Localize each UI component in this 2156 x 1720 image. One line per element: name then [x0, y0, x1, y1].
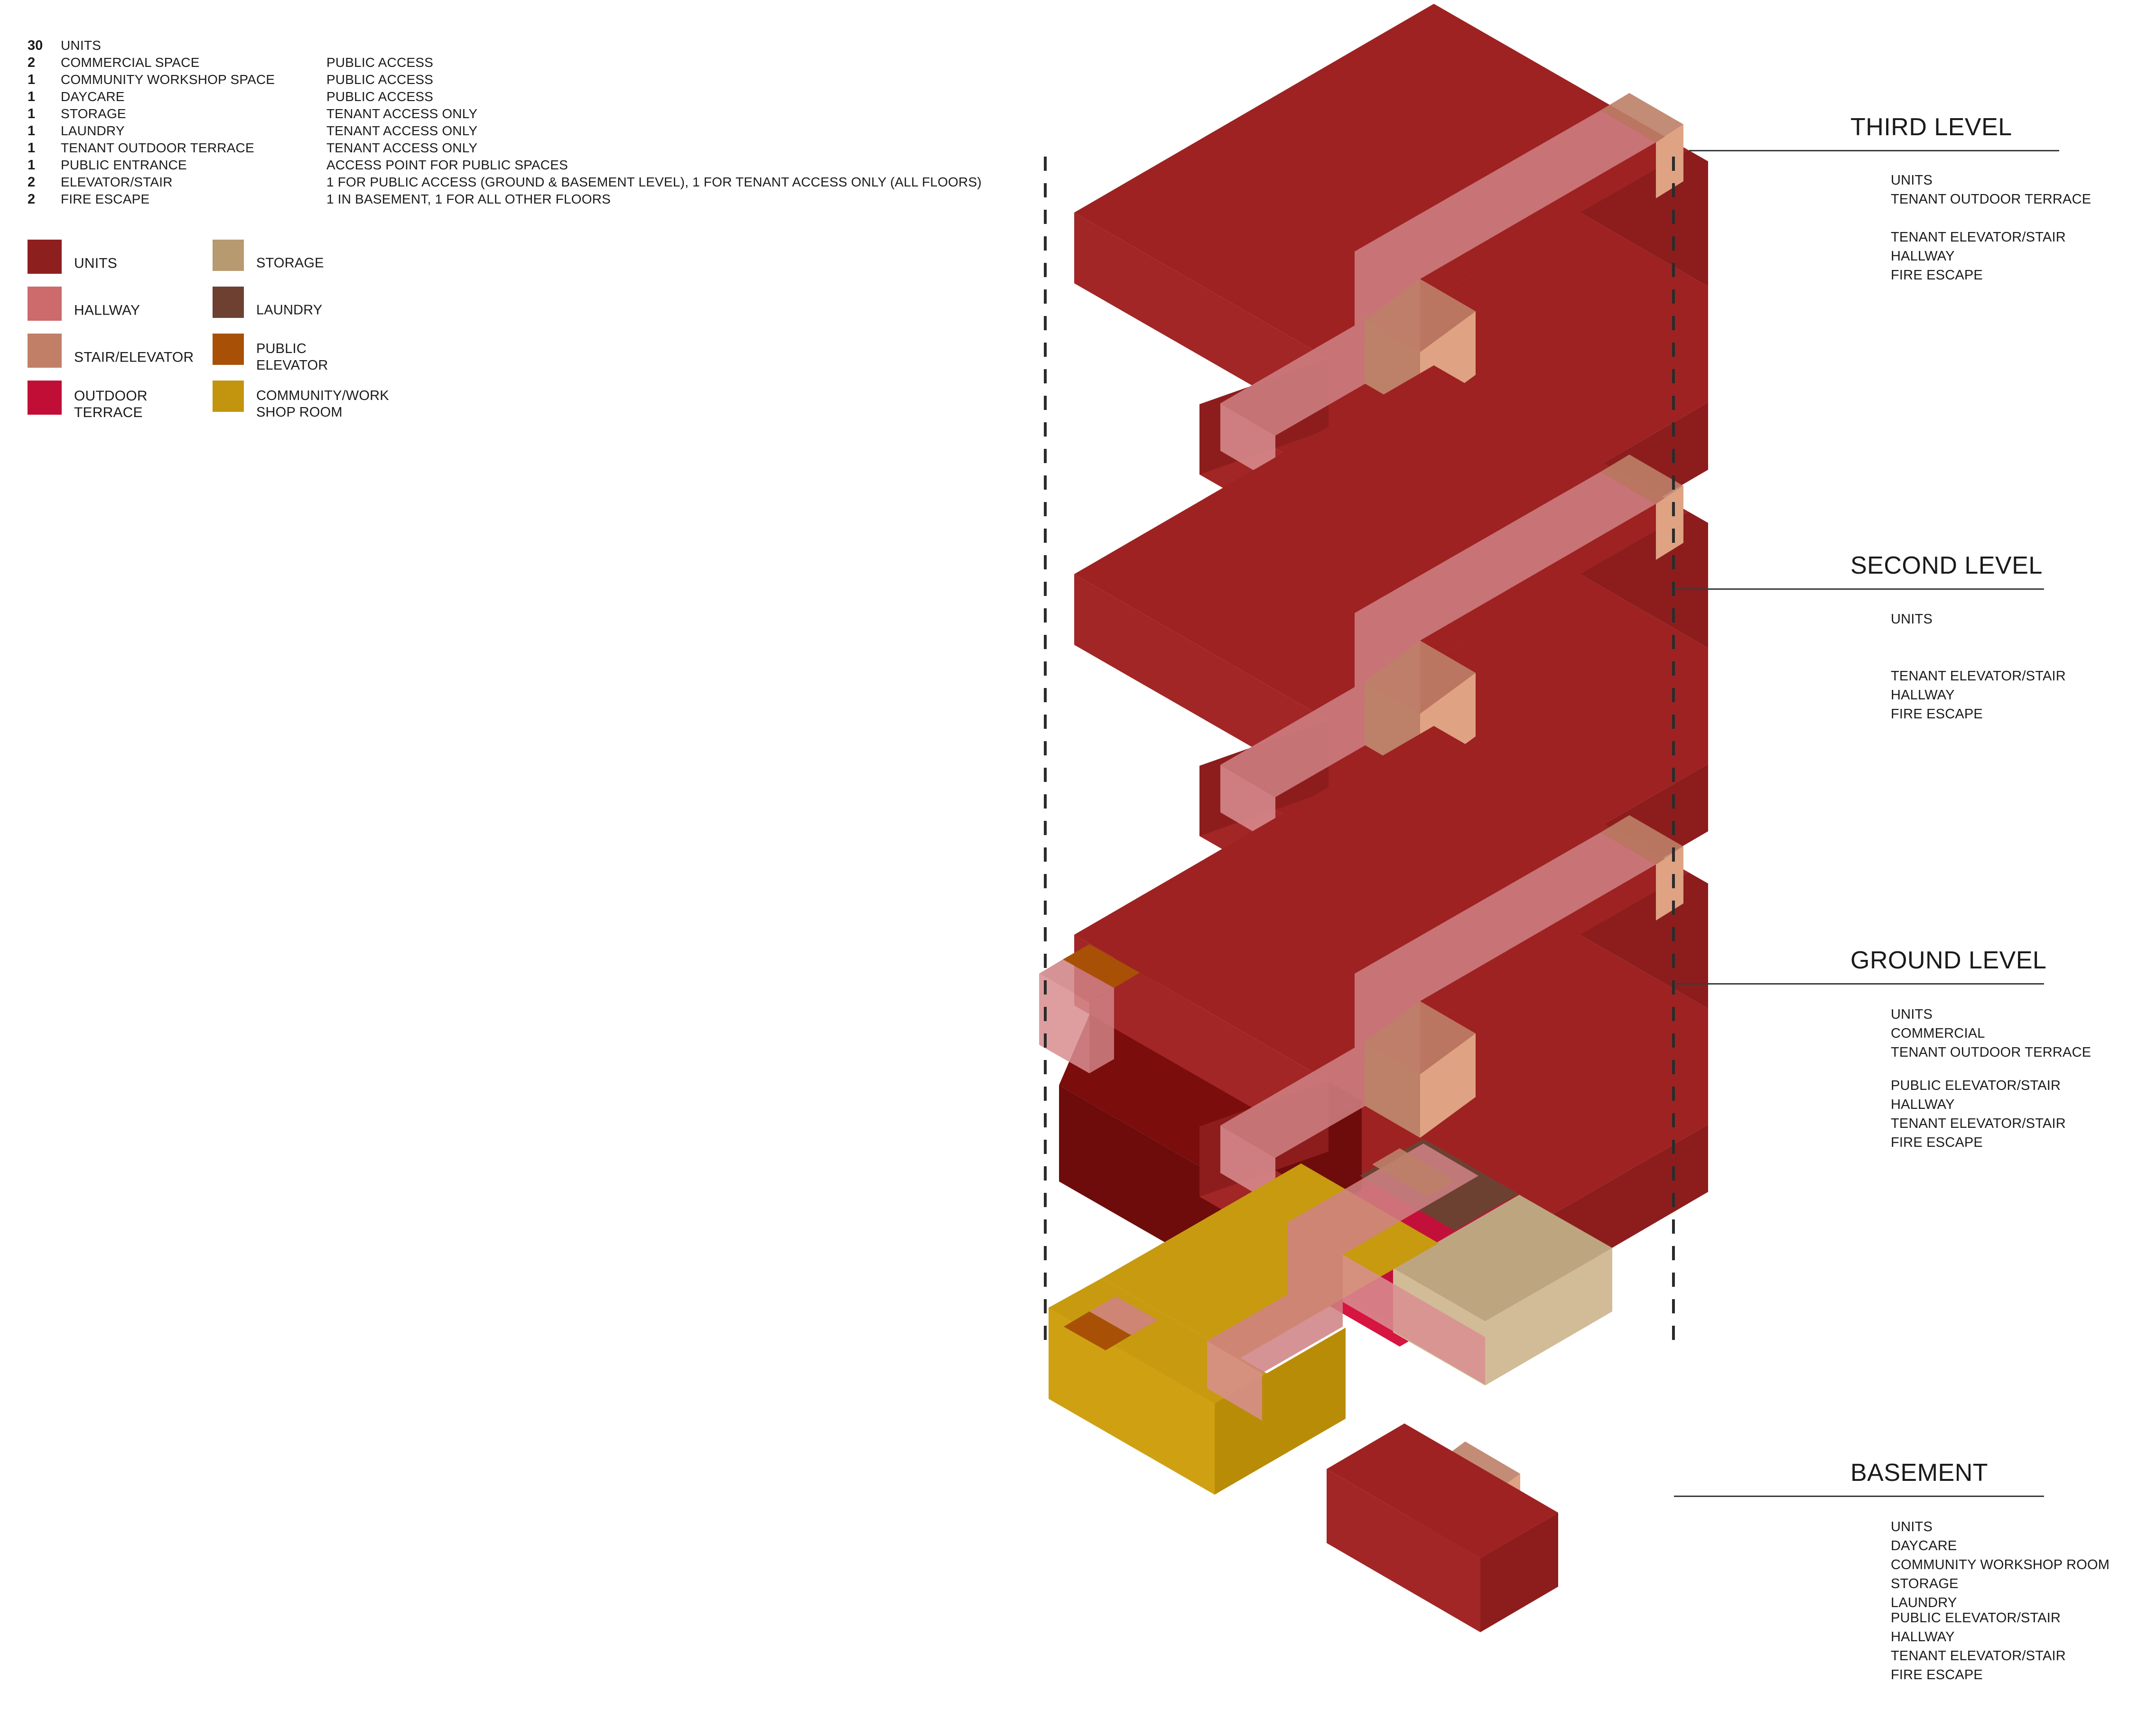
program-row: 1 LAUNDRY TENANT ACCESS ONLY — [28, 122, 1024, 139]
legend-swatch — [28, 381, 62, 415]
legend-swatch — [213, 240, 244, 271]
callout-programs: UNITS DAYCARE COMMUNITY WORKSHOP ROOM ST… — [1891, 1519, 2110, 1610]
callout-rule — [1674, 588, 2044, 590]
callout-programs: UNITS — [1891, 612, 1933, 627]
program-row: 1 PUBLIC ENTRANCE ACCESS POINT FOR PUBLIC … — [28, 157, 1024, 174]
callout-title: BASEMENT — [1850, 1459, 1989, 1487]
legend-label: PUBLIC ELEVATOR — [256, 341, 328, 373]
legend-swatch — [28, 334, 62, 368]
program-quantity: 2 — [28, 192, 36, 207]
callout-rule — [1674, 1496, 2044, 1497]
program-name: COMMERCIAL SPACE — [61, 55, 200, 70]
legend-swatch — [28, 287, 62, 321]
program-row: 30 UNITS — [28, 37, 1024, 54]
callout-title: SECOND LEVEL — [1850, 552, 2043, 579]
callout-circulation: PUBLIC ELEVATOR/STAIR HALLWAY TENANT ELE… — [1891, 1610, 2066, 1683]
legend-swatch — [213, 287, 244, 318]
program-quantity: 1 — [28, 89, 36, 104]
program-row: 1 DAYCARE PUBLIC ACCESS — [28, 88, 1024, 105]
program-quantity: 1 — [28, 158, 36, 173]
legend-swatch — [213, 334, 244, 365]
program-row: 1 COMMUNITY WORKSHOP SPACE PUBLIC ACCESS — [28, 71, 1024, 88]
program-row: 1 STORAGE TENANT ACCESS ONLY — [28, 105, 1024, 122]
program-access-note: TENANT ACCESS ONLY — [326, 123, 478, 138]
callout-circulation: TENANT ELEVATOR/STAIR HALLWAY FIRE ESCAP… — [1891, 669, 2066, 722]
callout-programs: UNITS COMMERCIAL TENANT OUTDOOR TERRACE — [1891, 1007, 2091, 1060]
program-access-note: PUBLIC ACCESS — [326, 55, 434, 70]
program-row: 1 TENANT OUTDOOR TERRACE TENANT ACCESS ONL… — [28, 139, 1024, 157]
legend-label: UNITS — [74, 255, 117, 271]
callout-title: THIRD LEVEL — [1850, 113, 2012, 141]
callout-programs: UNITS TENANT OUTDOOR TERRACE — [1891, 173, 2091, 207]
program-quantity: 30 — [28, 38, 43, 53]
program-name: UNITS — [61, 38, 101, 53]
program-quantity: 1 — [28, 123, 36, 139]
program-name: STORAGE — [61, 106, 126, 121]
program-access-note: TENANT ACCESS ONLY — [326, 106, 478, 121]
program-quantity: 2 — [28, 175, 36, 190]
legend-label: LAUNDRY — [256, 302, 323, 317]
program-access-note: PUBLIC ACCESS — [326, 89, 434, 104]
program-access-note: 1 IN BASEMENT, 1 FOR ALL OTHER FLOORS — [326, 192, 611, 206]
legend-swatch — [28, 240, 62, 274]
program-row: 2 ELEVATOR/STAIR 1 FOR PUBLIC ACCESS (GROU… — [28, 174, 1024, 191]
legend-label: OUTDOOR TERRACE — [74, 388, 148, 420]
program-access-note: TENANT ACCESS ONLY — [326, 140, 478, 155]
program-row: 2 COMMERCIAL SPACE PUBLIC ACCESS — [28, 54, 1024, 71]
program-quantity: 1 — [28, 106, 36, 121]
legend-label: HALLWAY — [74, 302, 140, 318]
legend-swatch — [213, 381, 244, 412]
program-name: FIRE ESCAPE — [61, 192, 150, 206]
callout-rule — [1674, 983, 2044, 985]
program-name: COMMUNITY WORKSHOP SPACE — [61, 72, 275, 87]
program-quantity: 2 — [28, 55, 36, 70]
legend-label: STAIR/ELEVATOR — [74, 349, 194, 365]
program-access-note: PUBLIC ACCESS — [326, 72, 434, 87]
program-row: 2 FIRE ESCAPE 1 IN BASEMENT, 1 FOR ALL OTH… — [28, 191, 1024, 208]
legend-label: STORAGE — [256, 255, 324, 270]
program-access-note: ACCESS POINT FOR PUBLIC SPACES — [326, 158, 568, 172]
program-name: PUBLIC ENTRANCE — [61, 158, 187, 172]
program-quantity: 1 — [28, 140, 36, 156]
program-name: ELEVATOR/STAIR — [61, 175, 173, 189]
program-name: DAYCARE — [61, 89, 125, 104]
callout-circulation: PUBLIC ELEVATOR/STAIR HALLWAY TENANT ELE… — [1891, 1078, 2066, 1150]
legend-label: COMMUNITY/WORK SHOP ROOM — [256, 388, 389, 420]
callout-circulation: TENANT ELEVATOR/STAIR HALLWAY FIRE ESCAP… — [1891, 230, 2066, 283]
program-access-note: 1 FOR PUBLIC ACCESS (GROUND & BASEMENT L… — [326, 175, 982, 189]
program-name: LAUNDRY — [61, 123, 125, 138]
program-schedule-table: 30 UNITS 2 COMMERCIAL SPACE PUBLIC ACCESS 1 CO… — [28, 37, 1024, 208]
callout-rule — [1689, 150, 2059, 151]
program-quantity: 1 — [28, 72, 36, 87]
program-name: TENANT OUTDOOR TERRACE — [61, 140, 254, 155]
callout-title: GROUND LEVEL — [1850, 947, 2047, 974]
